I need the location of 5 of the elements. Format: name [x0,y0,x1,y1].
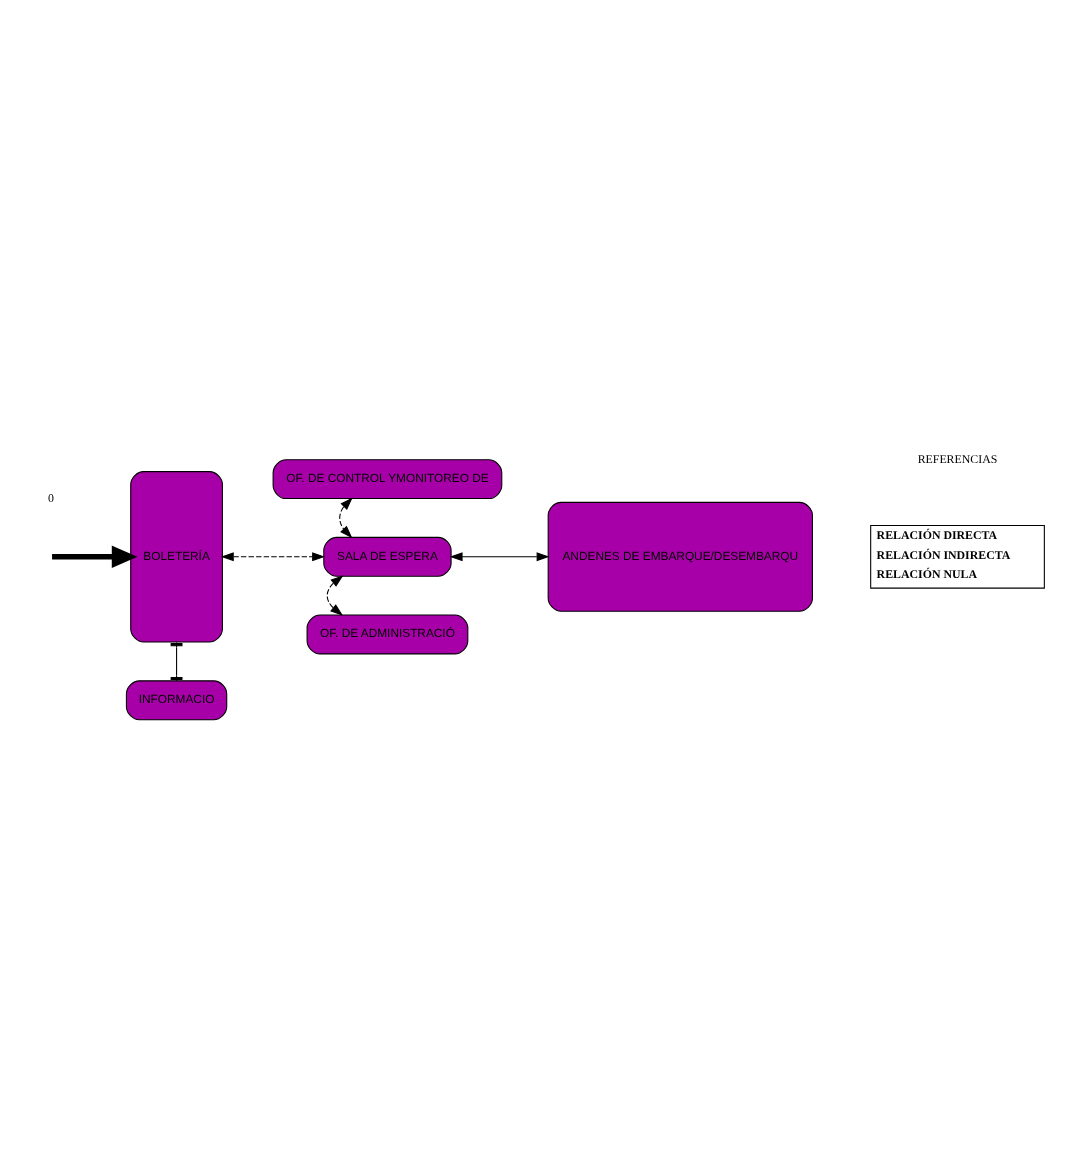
arrow [339,496,353,538]
arrow [449,551,550,561]
arrow [52,544,138,567]
arrow [220,551,326,561]
arrow [326,574,344,615]
